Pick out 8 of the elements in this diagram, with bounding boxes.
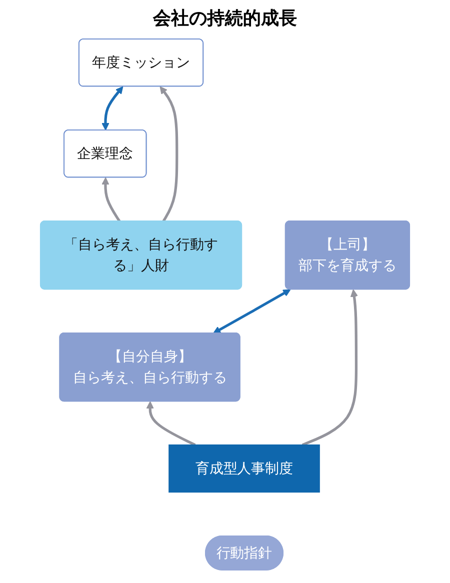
- arrow: [302, 289, 358, 446]
- arrow: [146, 401, 196, 446]
- diagram-title: 会社の持続的成長: [152, 7, 298, 30]
- arrow: [213, 289, 291, 334]
- arrow: [160, 86, 178, 222]
- arrow: [102, 177, 121, 222]
- node-box: 育成型人事制度: [168, 444, 320, 493]
- arrow: [102, 86, 124, 130]
